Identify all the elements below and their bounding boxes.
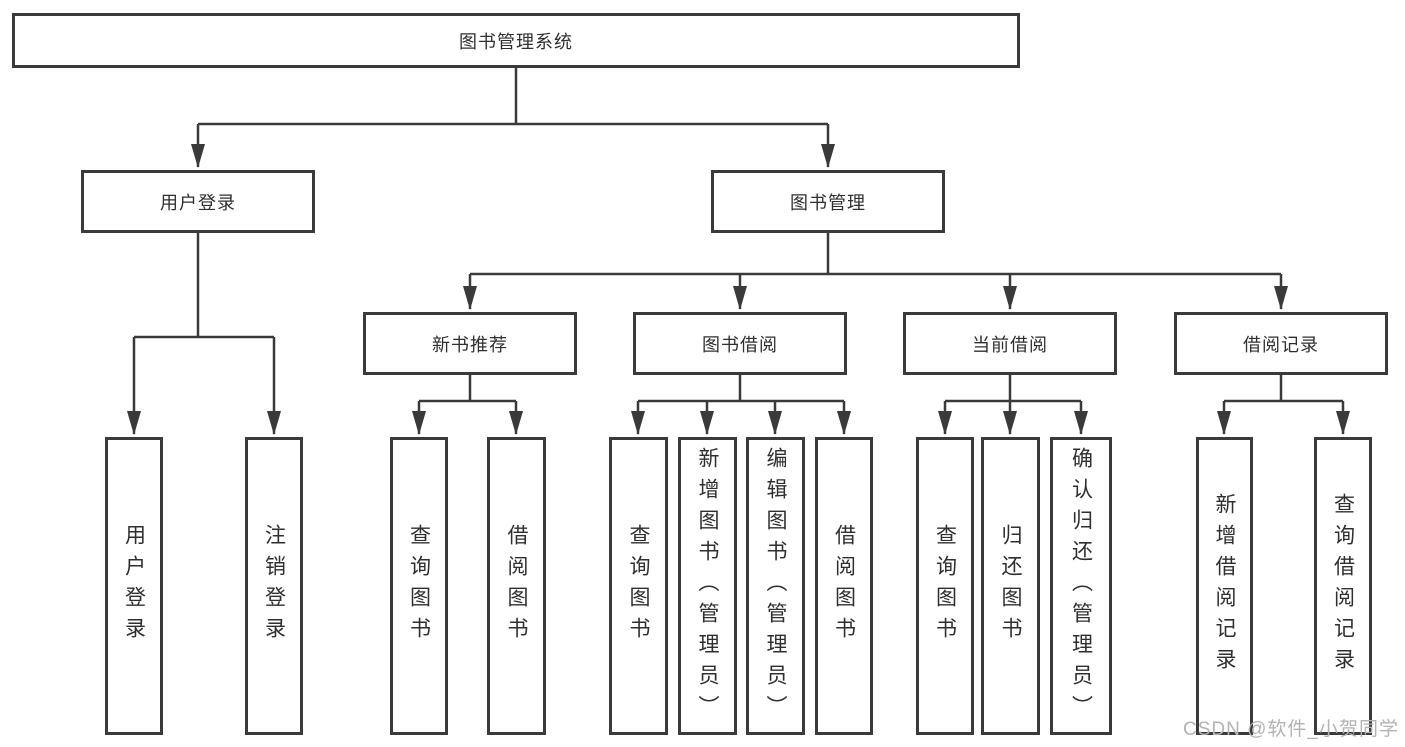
leaf-add-borrow-record-label: 新增借阅记录: [1213, 493, 1236, 679]
node-root: 图书管理系统: [12, 13, 1020, 68]
watermark-text: CSDN @软件_小贺同学: [1183, 719, 1399, 740]
leaf-query-borrow-record-label: 查询借阅记录: [1331, 493, 1355, 679]
leaf-add-book: 新增图书（管理员）: [678, 437, 737, 735]
node-current-borrow-label: 当前借阅: [972, 334, 1048, 355]
node-root-label: 图书管理系统: [459, 31, 573, 52]
leaf-logout: 注销登录: [245, 437, 303, 735]
leaf-query-book-3: 查询图书: [916, 437, 974, 735]
leaf-query-borrow-record: 查询借阅记录: [1314, 437, 1372, 735]
node-borrow-records-label: 借阅记录: [1243, 334, 1319, 355]
leaf-confirm-return-label: 确认归还（管理员）: [1069, 446, 1093, 726]
leaf-logout-label: 注销登录: [262, 524, 286, 648]
leaf-query-book-2: 查询图书: [609, 437, 668, 735]
leaf-return-book: 归还图书: [981, 437, 1040, 735]
leaf-edit-book-label: 编辑图书（管理员）: [764, 446, 787, 726]
node-book-mgmt-label: 图书管理: [790, 192, 866, 213]
leaf-add-book-label: 新增图书（管理员）: [696, 446, 719, 726]
leaf-query-book-2-label: 查询图书: [627, 524, 650, 648]
leaf-query-book-1: 查询图书: [390, 437, 448, 735]
node-book-mgmt: 图书管理: [711, 170, 945, 233]
leaf-confirm-return: 确认归还（管理员）: [1050, 437, 1112, 735]
leaf-borrow-book-2-label: 借阅图书: [832, 524, 856, 648]
node-borrow-records: 借阅记录: [1174, 312, 1388, 375]
node-new-book-rec-label: 新书推荐: [432, 334, 508, 355]
leaf-user-login-label: 用户登录: [122, 524, 146, 648]
node-new-book-rec: 新书推荐: [363, 312, 577, 375]
leaf-borrow-book-1: 借阅图书: [487, 437, 546, 735]
leaf-edit-book: 编辑图书（管理员）: [746, 437, 805, 735]
leaf-user-login: 用户登录: [105, 437, 163, 735]
leaf-add-borrow-record: 新增借阅记录: [1196, 437, 1253, 735]
node-current-borrow: 当前借阅: [903, 312, 1117, 375]
leaf-return-book-label: 归还图书: [999, 524, 1022, 648]
leaf-borrow-book-2: 借阅图书: [815, 437, 873, 735]
node-user-login: 用户登录: [81, 170, 315, 233]
leaf-borrow-book-1-label: 借阅图书: [505, 524, 528, 648]
leaf-query-book-1-label: 查询图书: [407, 524, 431, 648]
leaf-query-book-3-label: 查询图书: [933, 524, 957, 648]
node-book-borrow-label: 图书借阅: [702, 334, 778, 355]
node-book-borrow: 图书借阅: [633, 312, 847, 375]
node-user-login-label: 用户登录: [160, 192, 236, 213]
